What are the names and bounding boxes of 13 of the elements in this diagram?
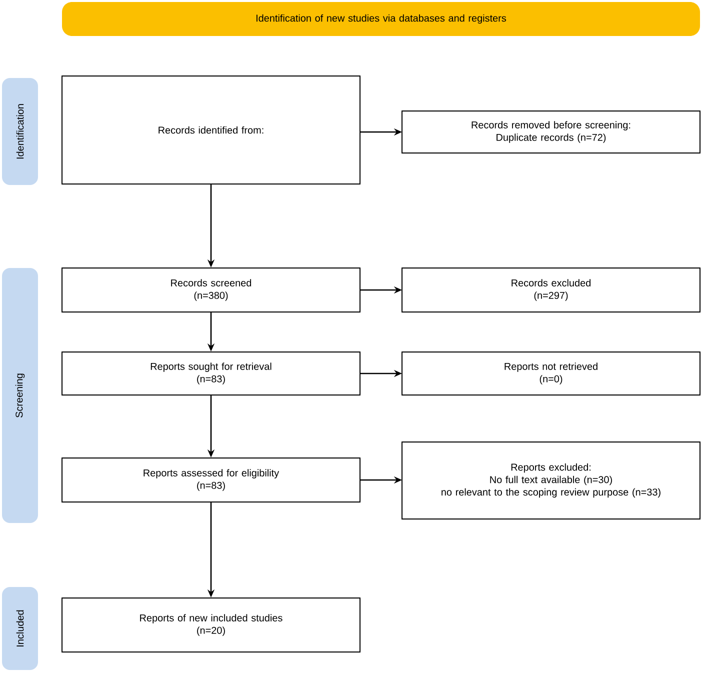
- process-box: Reports of new included studies (n=20): [62, 598, 360, 652]
- process-box: Reports excluded: No full text available (n=30) no relevant to the scoping review purpose (n=33): [402, 442, 700, 520]
- process-box: Reports not retrieved (n=0): [402, 352, 700, 396]
- process-box: Reports assessed for eligibility (n=83): [62, 458, 360, 502]
- phase-band: Screening: [2, 268, 38, 523]
- process-box: Records removed before screening: Duplicate records (n=72): [402, 110, 700, 154]
- header-banner: Identification of new studies via databases and registers: [62, 2, 700, 36]
- process-box: Reports sought for retrieval (n=83): [62, 352, 360, 396]
- process-box: Records screened (n=380): [62, 268, 360, 312]
- process-box: Records identified from:: [62, 76, 360, 184]
- phase-band: Included: [2, 587, 38, 670]
- phase-band: Identification: [2, 78, 38, 185]
- process-box: Records excluded (n=297): [402, 268, 700, 312]
